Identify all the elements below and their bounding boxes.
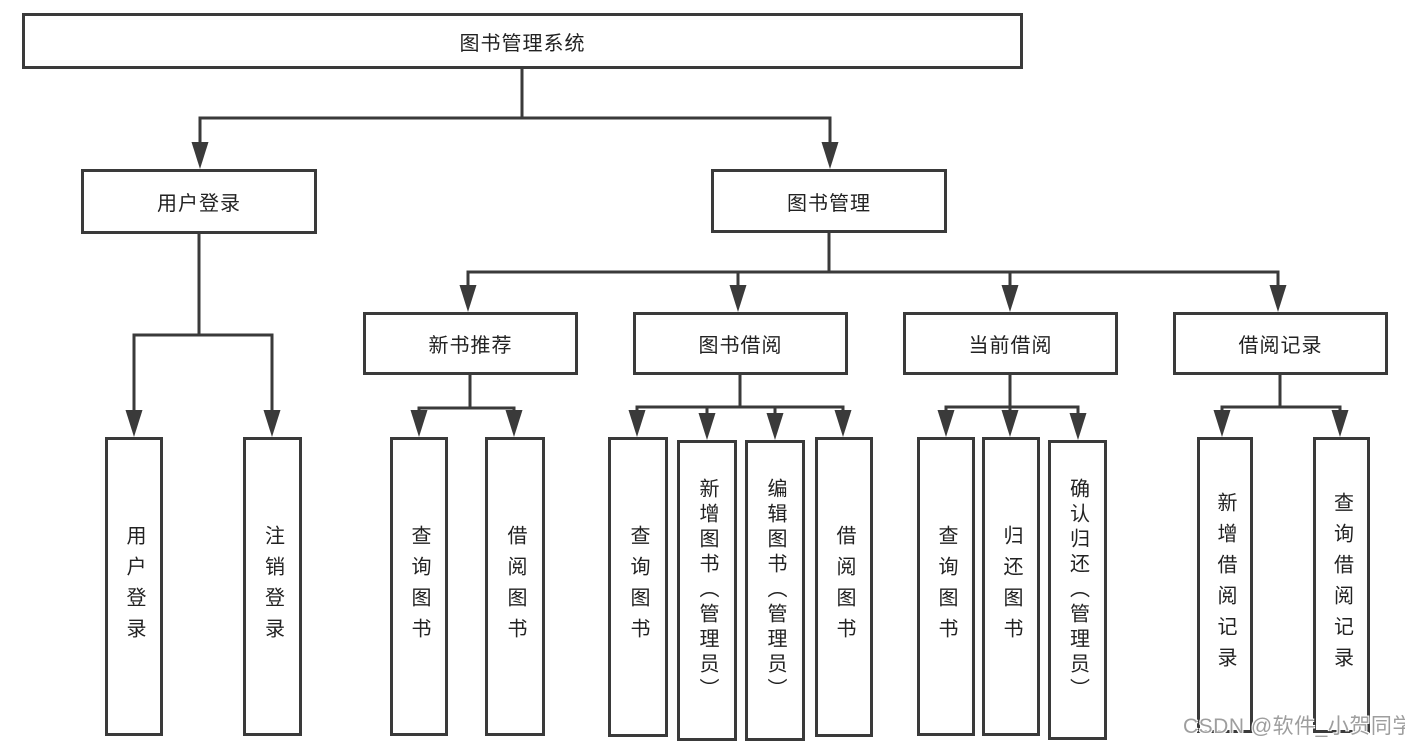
arrow-down-icon (1269, 285, 1287, 312)
arrow-down-icon (729, 285, 747, 312)
leaf-add-borrow-record: 新增借阅记录 (1197, 437, 1253, 733)
leaf-user-login: 用户登录 (105, 437, 163, 736)
arrow-down-icon (821, 142, 839, 169)
node-current-borrow: 当前借阅 (903, 312, 1118, 375)
arrow-down-icon (1069, 413, 1087, 440)
leaf-query-books-recommend: 查询图书 (390, 437, 448, 736)
node-book-borrow: 图书借阅 (633, 312, 848, 375)
leaf-borrow-books-recommend: 借阅图书 (485, 437, 545, 736)
leaf-add-books-admin: 新增图书（管理员） (677, 440, 737, 741)
arrow-down-icon (1001, 410, 1019, 437)
arrow-down-icon (459, 285, 477, 312)
arrow-down-icon (834, 410, 852, 437)
arrow-down-icon (698, 413, 716, 440)
arrow-down-icon (766, 413, 784, 440)
arrow-down-icon (191, 142, 209, 169)
node-book-management: 图书管理 (711, 169, 947, 233)
leaf-confirm-return-admin: 确认归还（管理员） (1048, 440, 1107, 740)
leaf-query-books-current: 查询图书 (917, 437, 975, 736)
arrow-down-icon (1213, 410, 1231, 437)
arrow-down-icon (1001, 285, 1019, 312)
leaf-query-borrow-record: 查询借阅记录 (1313, 437, 1370, 733)
node-root-system: 图书管理系统 (22, 13, 1023, 69)
node-user-login: 用户登录 (81, 169, 317, 234)
node-borrow-record: 借阅记录 (1173, 312, 1388, 375)
arrow-down-icon (125, 410, 143, 437)
leaf-query-books-borrow: 查询图书 (608, 437, 668, 737)
arrow-down-icon (1331, 410, 1349, 437)
csdn-watermark: CSDN @软件_小贺同学 (1183, 715, 1405, 738)
leaf-logout: 注销登录 (243, 437, 302, 736)
leaf-edit-books-admin: 编辑图书（管理员） (745, 440, 805, 741)
arrow-down-icon (505, 410, 523, 437)
arrow-down-icon (628, 410, 646, 437)
arrow-down-icon (263, 410, 281, 437)
arrow-down-icon (410, 410, 428, 437)
node-new-book-recommend: 新书推荐 (363, 312, 578, 375)
arrow-down-icon (937, 410, 955, 437)
leaf-borrow-books: 借阅图书 (815, 437, 873, 737)
leaf-return-books: 归还图书 (982, 437, 1040, 736)
